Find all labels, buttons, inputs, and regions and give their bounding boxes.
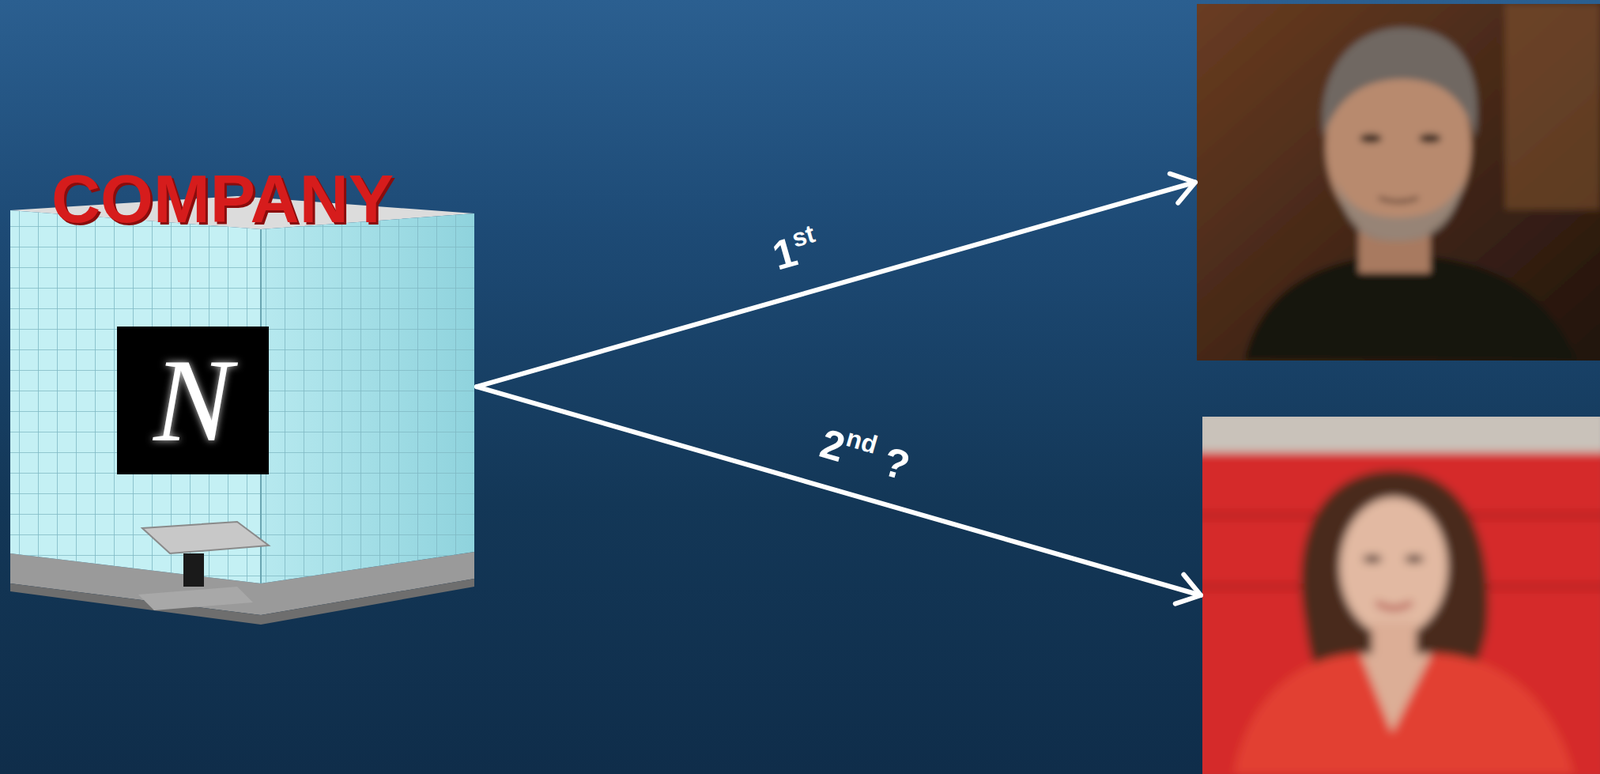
arrow-connector [476, 173, 1196, 387]
company-sign: COMPANY [51, 164, 394, 233]
portrait-photo-image [1196, 3, 1600, 361]
portrait-photo [1196, 3, 1600, 361]
company-building: COMPANY N [10, 158, 477, 625]
portrait-photo-image [1202, 416, 1600, 774]
brand-logo: N [116, 326, 269, 475]
edge-label: 1st [766, 220, 823, 277]
edge-label: 2nd ? [815, 418, 916, 487]
portrait-photo [1202, 416, 1600, 774]
building-illustration [0, 0, 554, 774]
arrow-connector [476, 386, 1201, 604]
